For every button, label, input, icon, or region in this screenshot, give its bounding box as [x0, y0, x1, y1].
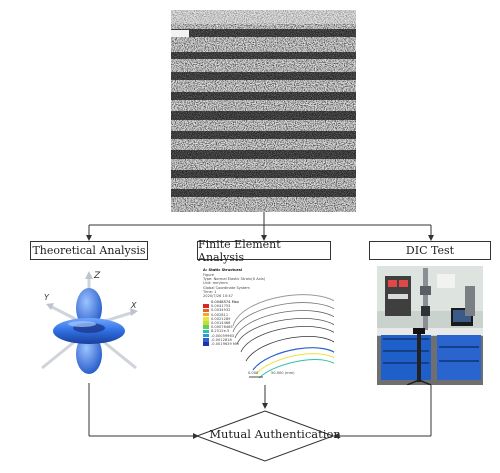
fea-legend-value: 0.0034932	[211, 308, 231, 313]
fea-legend-row: -0.0019639 Min	[203, 342, 239, 346]
fea-scale-end: 50.000 (mm)	[271, 371, 295, 375]
fea-label: Finite Element Analysis	[198, 237, 281, 264]
fea-legend-row: 0.00076465	[203, 325, 239, 329]
fea-legend-swatch	[203, 333, 209, 338]
dic-speckle-image	[171, 10, 356, 212]
fea-legend-row: 0.0021289	[203, 317, 239, 321]
fea-legend-swatch	[203, 304, 209, 309]
fea-legend-swatch	[203, 308, 209, 313]
fea-legend-value: -0.00059963	[211, 333, 235, 338]
fea-legend-row: -0.0012818	[203, 338, 239, 342]
fea-info-line: Global Coordinate System	[203, 285, 250, 290]
fea-legend-value: -0.0012818	[211, 337, 232, 342]
fea-legend-value: 8.2512e-5	[211, 329, 230, 334]
dic-test-label: DIC Test	[405, 244, 455, 257]
theoretical-analysis-label: Theoretical Analysis	[32, 244, 146, 257]
fea-legend-swatch	[203, 312, 209, 317]
fea-legend-value: 0.0041753	[211, 304, 231, 309]
fea-legend-value: 0.00076465	[211, 325, 233, 330]
fea-legend-value: 0.0014468	[211, 320, 231, 325]
mutual-authentication-label: Mutual Authentication	[209, 427, 341, 441]
y-axis-label: Y	[44, 293, 50, 302]
fea-legend-row: 0.0034932	[203, 308, 239, 312]
fea-legend-row: 0.002811	[203, 313, 239, 317]
fea-legend-title: 0.0048574 Max	[211, 300, 240, 304]
fea-legend-row: 0.0014468	[203, 321, 239, 325]
fea-header: A: Static Structural	[203, 268, 243, 272]
fea-info-block: Figure Type: Normal Elastic Strain(X Axi…	[203, 273, 265, 298]
fea-ring-model: 0.000 50.000 (mm)	[232, 294, 334, 379]
fea-legend-row: -0.00059963	[203, 334, 239, 338]
fea-info-line: Figure	[203, 273, 214, 277]
theoretical-3d-illustration: Z Y X	[41, 271, 138, 374]
dic-test-photo	[377, 266, 483, 385]
dic-test-box: DIC Test	[369, 241, 491, 260]
fea-info-line: Unit: mm/mm	[203, 281, 228, 286]
fea-scale-start: 0.000	[248, 371, 259, 375]
fea-legend-value: -0.0019639 Min	[211, 341, 240, 346]
fea-legend-row: 8.2512e-5	[203, 329, 239, 333]
fea-box: Finite Element Analysis	[197, 238, 331, 264]
fea-legend-value: 0.0021289	[211, 316, 231, 321]
fea-legend-swatch	[203, 317, 209, 321]
fea-legend-swatch	[203, 325, 209, 330]
theoretical-analysis-box: Theoretical Analysis	[30, 241, 148, 260]
fea-info-line: 2020/7/26 10:47	[203, 293, 233, 298]
fea-info-line: Type: Normal Elastic Strain(X Axis)	[203, 277, 266, 282]
fea-legend-swatch	[203, 321, 209, 325]
x-axis-label: X	[130, 301, 137, 310]
decision-diamond	[195, 410, 335, 462]
fea-legend-row: 0.0041753	[203, 304, 239, 308]
fea-legend-value: 0.002811	[211, 312, 229, 317]
z-axis-label: Z	[93, 271, 101, 281]
fea-legend-swatch	[203, 329, 209, 334]
fea-info-line: Time: 1	[203, 289, 217, 294]
fea-legend-swatch	[203, 342, 209, 346]
fea-legend-swatch	[203, 337, 209, 342]
fea-simulation-image: A: Static Structural Figure Type: Normal…	[201, 266, 334, 385]
